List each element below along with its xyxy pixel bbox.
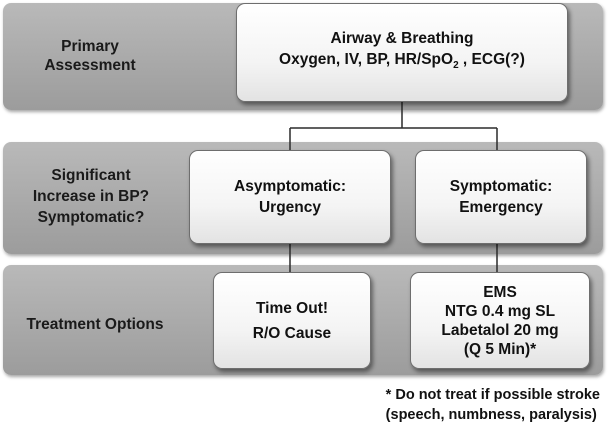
- ems-box: EMS NTG 0.4 mg SL Labetalol 20 mg (Q 5 M…: [410, 272, 590, 369]
- treatment-options-label: Treatment Options: [26, 316, 164, 333]
- asymptomatic-urgency-box: Asymptomatic: Urgency: [189, 150, 391, 244]
- timeout-box: Time Out! R/O Cause: [213, 272, 371, 369]
- airway-breathing-details: Oxygen, IV, BP, HR/SpO2 , ECG(?): [279, 51, 525, 72]
- primary-assessment-label: Primary Assessment: [44, 38, 136, 74]
- airway-breathing-title: Airway & Breathing: [330, 30, 474, 48]
- stroke-footnote: * Do not treat if possible stroke (speec…: [385, 387, 600, 423]
- significant-increase-label: Significant Increase in BP? Symptomatic?: [32, 167, 150, 226]
- symptomatic-emergency-box: Symptomatic: Emergency: [415, 150, 587, 244]
- airway-breathing-box: Airway & Breathing Oxygen, IV, BP, HR/Sp…: [236, 3, 568, 102]
